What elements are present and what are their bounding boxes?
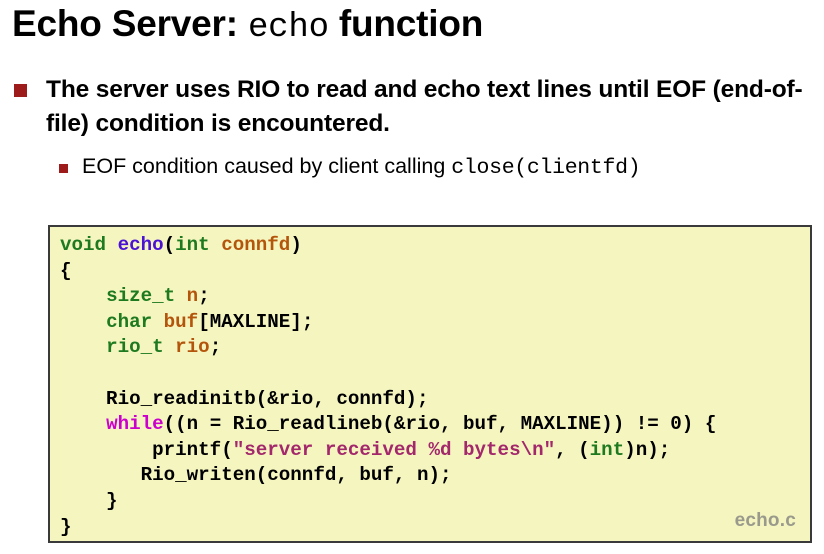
code-token: echo (117, 234, 164, 256)
code-token: buf (163, 310, 199, 333)
code-line: void echo(int connfd) (60, 233, 810, 259)
code-token: ) (290, 234, 302, 256)
code-token: n (186, 285, 199, 308)
page-title-prefix: Echo Server: (12, 3, 248, 44)
code-token: ( (163, 234, 176, 256)
bullet-level2: EOF condition caused by client calling c… (59, 153, 819, 183)
page-title-suffix: function (328, 3, 484, 44)
code-line: } (60, 515, 810, 541)
code-line: char buf[MAXLINE]; (60, 310, 810, 336)
code-line: while((n = Rio_readlineb(&rio, buf, MAXL… (60, 412, 810, 438)
code-listing[interactable]: void echo(int connfd){ size_t n; char bu… (60, 233, 810, 541)
code-token: char (106, 310, 153, 333)
code-line: size_t n; (60, 284, 810, 310)
square-bullet-icon (59, 164, 68, 173)
code-token (210, 234, 222, 256)
code-token (60, 285, 106, 307)
bullet-level2-code-term: close(clientfd) (451, 156, 641, 180)
code-token: "server received %d bytes\n" (232, 438, 556, 461)
code-token: Rio_readinitb(&rio, connfd); (60, 387, 429, 410)
code-line (60, 361, 810, 387)
bullet-level2-text: EOF condition caused by client calling (82, 154, 452, 178)
code-token: , ( (555, 438, 590, 461)
code-token: } (60, 515, 72, 538)
page-title-code-term: echo (247, 9, 329, 47)
code-line: Rio_writen(connfd, buf, n); (60, 463, 810, 489)
code-line: { (60, 259, 810, 285)
code-token: ; (198, 285, 210, 308)
code-token: void (60, 234, 107, 256)
code-line: } (60, 489, 810, 515)
bullet-level2-label: EOF condition caused by client calling c… (82, 153, 641, 183)
code-token: printf( (60, 438, 233, 461)
code-token: ; (209, 336, 222, 359)
code-token: rio (175, 336, 210, 359)
code-token: rio_t (106, 336, 164, 359)
code-token (164, 336, 176, 358)
code-token: size_t (106, 285, 176, 308)
code-line: printf("server received %d bytes\n", (in… (60, 438, 810, 464)
code-token (60, 336, 106, 358)
bullet-level1: The server uses RIO to read and echo tex… (14, 73, 810, 141)
code-token: } (60, 489, 118, 512)
code-token: connfd (221, 234, 291, 256)
code-token: while (106, 413, 164, 436)
code-token (175, 285, 187, 307)
code-token: { (60, 259, 72, 282)
code-token: int (175, 234, 210, 256)
code-token: ((n = Rio_readlineb(&rio, buf, MAXLINE))… (163, 413, 717, 436)
bullet-level1-label: The server uses RIO to read and echo tex… (46, 76, 803, 137)
square-bullet-icon (14, 84, 27, 97)
code-token (60, 413, 106, 435)
code-token (152, 311, 164, 333)
code-token: [MAXLINE]; (198, 310, 314, 333)
code-token: Rio_writen(connfd, buf, n); (60, 464, 452, 487)
code-token: )n); (624, 438, 671, 461)
code-token (106, 234, 118, 256)
code-line: Rio_readinitb(&rio, connfd); (60, 387, 810, 413)
code-listing-panel: void echo(int connfd){ size_t n; char bu… (48, 225, 812, 543)
code-line: rio_t rio; (60, 335, 810, 361)
code-token: int (589, 438, 625, 461)
page-title: Echo Server: echo function (12, 2, 812, 48)
code-file-label: echo.c (734, 510, 796, 531)
code-token (60, 311, 106, 333)
